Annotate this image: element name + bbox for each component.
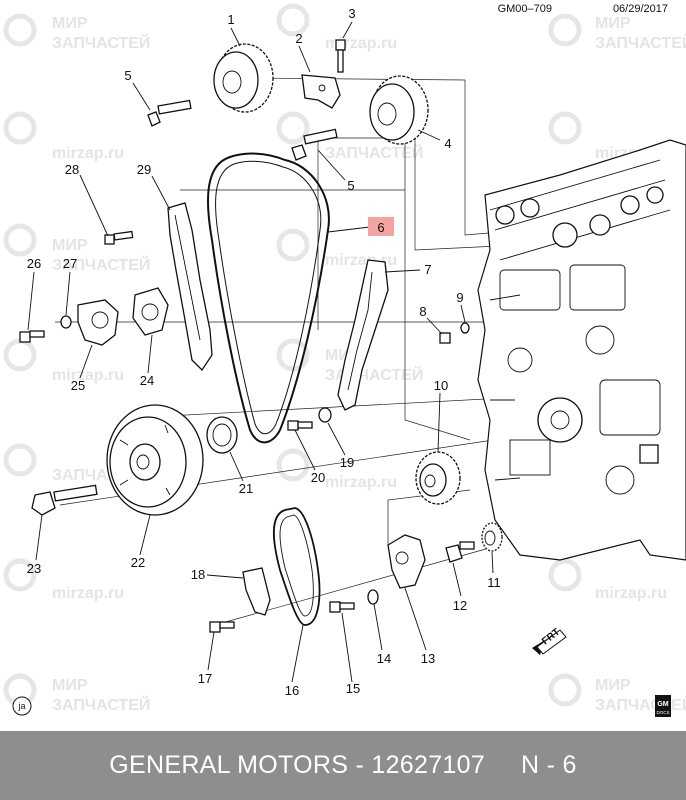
svg-text:mirzap.ru: mirzap.ru xyxy=(325,474,397,491)
bolt-15 xyxy=(329,601,355,613)
bolt-26 xyxy=(19,330,45,343)
bolt-8 xyxy=(439,332,451,344)
crankshaft-balancer-22 xyxy=(106,404,204,516)
bolt-20 xyxy=(287,420,313,431)
callout-2: 2 xyxy=(295,31,302,46)
callout-6-highlight xyxy=(368,217,394,236)
callout-7: 7 xyxy=(424,262,431,277)
corner-badge: ja xyxy=(12,696,32,716)
footer-bar: GENERAL MOTORS - 12627107 N - 6 xyxy=(0,731,686,800)
callout-29: 29 xyxy=(137,162,151,177)
svg-text:mirzap.ru: mirzap.ru xyxy=(52,585,124,602)
callout-12: 12 xyxy=(453,598,467,613)
exploded-parts-diagram: МИР ЗАПЧАСТЕЙ МИР ЗАПЧАСТЕЙ mirzap.ru mi… xyxy=(3,3,686,717)
camshaft-actuator-4 xyxy=(369,75,429,145)
leader-lines xyxy=(27,21,494,683)
svg-text:МИР: МИР xyxy=(595,15,631,32)
washer-27 xyxy=(60,315,72,329)
svg-text:МИР: МИР xyxy=(52,15,88,32)
callout-22: 22 xyxy=(131,555,145,570)
footer-ref: N - 6 xyxy=(521,751,577,779)
callout-16: 16 xyxy=(285,683,299,698)
watermark-icons xyxy=(3,3,582,707)
svg-text:mirzap.ru: mirzap.ru xyxy=(595,585,667,602)
washer-9 xyxy=(460,322,470,334)
svg-text:МИР: МИР xyxy=(595,677,631,694)
callout-13: 13 xyxy=(421,651,435,666)
diagram-header: GM00–709 06/29/2017 xyxy=(498,3,668,15)
svg-text:ЗАПЧАСТЕЙ: ЗАПЧАСТЕЙ xyxy=(325,365,423,384)
bolt-5-upper xyxy=(147,99,192,127)
front-seal-21 xyxy=(206,416,238,454)
callout-5-upper: 5 xyxy=(124,68,131,83)
callout-23: 23 xyxy=(27,561,41,576)
svg-text:ЗАПЧАСТЕЙ: ЗАПЧАСТЕЙ xyxy=(52,695,150,714)
front-direction-arrow: FRT xyxy=(532,627,567,655)
bolt-5-lower xyxy=(291,128,338,161)
bolt-28 xyxy=(104,230,134,245)
callout-labels: 1 2 3 4 5 5 6 7 8 9 10 11 12 13 14 15 16… xyxy=(27,6,501,698)
gasket-24 xyxy=(132,287,169,336)
callout-20: 20 xyxy=(311,470,325,485)
chain-tensioner-25 xyxy=(77,299,119,346)
chain-tensioner-guide-7 xyxy=(337,259,389,411)
svg-text:ЗАПЧАСТЕЙ: ЗАПЧАСТЕЙ xyxy=(595,695,686,714)
sleeve-14 xyxy=(367,589,379,605)
oil-pump-chain-guide-18 xyxy=(242,567,271,616)
crank-sprocket-10 xyxy=(415,451,461,505)
svg-text:mirzap.ru: mirzap.ru xyxy=(52,367,124,384)
callout-3: 3 xyxy=(348,6,355,21)
callout-26: 26 xyxy=(27,256,41,271)
svg-text:МИР: МИР xyxy=(52,237,88,254)
bracket-2 xyxy=(301,74,341,109)
watermark-text: МИР ЗАПЧАСТЕЙ МИР ЗАПЧАСТЕЙ mirzap.ru mi… xyxy=(52,15,686,714)
diagram-date: 06/29/2017 xyxy=(613,3,668,15)
bolt-12 xyxy=(445,541,475,563)
footer-separator: - xyxy=(355,751,365,779)
oil-pump-chain-16 xyxy=(272,507,321,626)
svg-text:ЗАПЧАСТЕЙ: ЗАПЧАСТЕЙ xyxy=(325,143,423,162)
bolt-3 xyxy=(335,39,346,73)
svg-text:ja: ja xyxy=(17,701,25,711)
callout-11: 11 xyxy=(487,575,501,590)
callout-25: 25 xyxy=(71,378,85,393)
svg-text:mirzap.ru: mirzap.ru xyxy=(52,145,124,162)
timing-chain-6 xyxy=(207,152,330,444)
svg-text:ЗАПЧАСТЕЙ: ЗАПЧАСТЕЙ xyxy=(595,33,686,52)
bolt-17 xyxy=(209,621,235,633)
svg-text:GM: GM xyxy=(657,701,668,708)
camshaft-actuator-1 xyxy=(213,43,274,113)
callout-28: 28 xyxy=(65,162,79,177)
svg-text:ЗАПЧАСТЕЙ: ЗАПЧАСТЕЙ xyxy=(52,255,150,274)
callout-24: 24 xyxy=(140,373,154,388)
chain-guide-29 xyxy=(167,202,213,372)
oil-pump-sprocket-11 xyxy=(481,522,503,552)
callout-8: 8 xyxy=(419,304,426,319)
callout-19: 19 xyxy=(340,455,354,470)
footer-brand: GENERAL MOTORS xyxy=(109,751,349,779)
callout-10: 10 xyxy=(434,378,448,393)
balancer-bolt-23 xyxy=(31,484,98,516)
svg-text:ЗАПЧАСТЕЙ: ЗАПЧАСТЕЙ xyxy=(52,33,150,52)
svg-text:mirzap.ru: mirzap.ru xyxy=(325,252,397,269)
callout-4: 4 xyxy=(444,136,451,151)
oil-pump-chain-tensioner-13 xyxy=(387,534,426,589)
callout-14: 14 xyxy=(377,651,391,666)
svg-text:МИР: МИР xyxy=(52,677,88,694)
callout-9: 9 xyxy=(456,290,463,305)
svg-text:DOCS: DOCS xyxy=(656,710,669,715)
callout-5-lower: 5 xyxy=(347,178,354,193)
gm-docs-logo: GM DOCS xyxy=(655,695,671,717)
callout-6: 6 xyxy=(377,220,384,235)
diagram-code: GM00–709 xyxy=(498,3,552,15)
footer-part-number: 12627107 xyxy=(371,751,486,779)
callout-1: 1 xyxy=(227,12,234,27)
engine-block xyxy=(477,139,686,561)
callout-17: 17 xyxy=(198,671,212,686)
callout-18: 18 xyxy=(191,567,205,582)
callout-21: 21 xyxy=(239,481,253,496)
sleeve-19 xyxy=(318,407,332,423)
callout-27: 27 xyxy=(63,256,77,271)
callout-15: 15 xyxy=(346,681,360,696)
